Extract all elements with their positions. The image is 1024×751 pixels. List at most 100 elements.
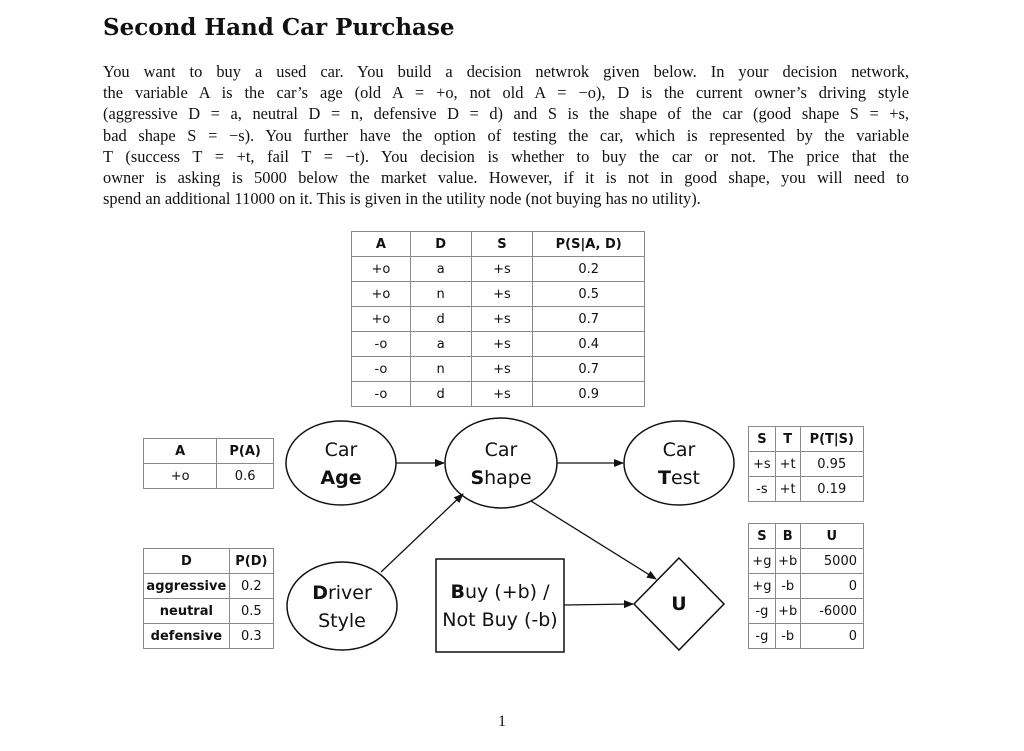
table-row: +o 0.6 xyxy=(142,463,274,489)
node-label-line: Age xyxy=(320,467,362,489)
utility-node xyxy=(632,556,726,652)
table-cell: 0 xyxy=(799,623,865,649)
table-cell: -b xyxy=(774,623,801,649)
paragraph-line: the variable A is the car’s age (old A =… xyxy=(103,83,909,103)
table-cell: 0.95 xyxy=(799,451,865,477)
node-label-rest: river xyxy=(327,582,372,604)
table-row: +o d +s 0.7 xyxy=(351,306,645,332)
utility-table: S B U +g +b 5000 +g -b 0 -g +b -6000 -g … xyxy=(748,523,865,649)
table-cell: 0.3 xyxy=(228,623,275,649)
driver-style-node xyxy=(286,561,398,651)
table-cell: 0.6 xyxy=(216,463,274,489)
table-cell: -g xyxy=(748,623,776,649)
table-row: -o a +s 0.4 xyxy=(351,331,645,357)
paragraph-line: owner is asking is 5000 below the market… xyxy=(103,168,909,188)
table-header-row: S B U xyxy=(748,523,865,549)
car-age-label: Car Age xyxy=(291,436,391,492)
table-cell: defensive xyxy=(143,623,230,649)
table-cell: +o xyxy=(351,306,411,332)
page-number: 1 xyxy=(498,713,506,730)
table-row: defensive 0.3 xyxy=(143,623,275,649)
table-row: +o a +s 0.2 xyxy=(351,256,645,282)
table-row: -o d +s 0.9 xyxy=(351,381,645,407)
table-header-row: A P(A) xyxy=(142,438,274,464)
table-cell: -b xyxy=(774,573,801,599)
table-cell: 0.5 xyxy=(532,281,645,307)
driver-prior-table: D P(D) aggressive 0.2 neutral 0.5 defens… xyxy=(143,548,275,649)
table-cell: +s xyxy=(470,281,534,307)
driver-style-label: Driver Style xyxy=(292,579,392,635)
table-cell: -o xyxy=(351,331,411,357)
table-header: A xyxy=(142,438,218,464)
edge-buy-to-utility xyxy=(563,600,634,609)
table-cell: 5000 xyxy=(799,548,865,574)
node-label-line: Age xyxy=(291,464,391,492)
table-cell: -o xyxy=(351,381,411,407)
table-cell: 0 xyxy=(799,573,865,599)
table-cell: +o xyxy=(351,256,411,282)
table-cell: +s xyxy=(470,356,534,382)
table-cell: +s xyxy=(470,306,534,332)
node-label-line: Shape xyxy=(451,464,551,492)
table-cell: 0.7 xyxy=(532,356,645,382)
paragraph-line: T (success T = +t, fail T = −t). You dec… xyxy=(103,146,909,166)
node-label-line: Car xyxy=(484,439,518,461)
paragraph-line: (aggressive D = a, neutral D = n, defens… xyxy=(103,104,909,124)
table-cell: 0.5 xyxy=(228,598,275,624)
edge-shape-to-utility xyxy=(530,500,657,580)
node-label-bold: D xyxy=(312,582,328,604)
node-label-line: Test xyxy=(629,464,729,492)
car-shape-label: Car Shape xyxy=(451,436,551,492)
table-cell: -s xyxy=(748,476,776,502)
car-test-node xyxy=(623,420,735,506)
node-label-rest: hape xyxy=(484,467,532,489)
table-cell: -o xyxy=(351,356,411,382)
table-row: -o n +s 0.7 xyxy=(351,356,645,382)
node-label-line: Style xyxy=(318,610,366,632)
table-cell: a xyxy=(409,256,472,282)
table-cell: -6000 xyxy=(799,598,865,624)
buy-decision-label: Buy (+b) / Not Buy (-b) xyxy=(436,578,564,634)
node-label-line: Not Buy (-b) xyxy=(442,609,558,631)
problem-description: You want to buy a used car. You build a … xyxy=(103,61,909,209)
table-cell: 0.9 xyxy=(532,381,645,407)
table-header: P(T|S) xyxy=(799,426,865,452)
node-label-bold: T xyxy=(657,467,671,489)
paragraph-line: bad shape S = −s). You further have the … xyxy=(103,125,909,145)
node-label-bold: S xyxy=(470,467,485,489)
table-cell: +s xyxy=(470,331,534,357)
table-cell: +o xyxy=(142,463,218,489)
table-row: -g +b -6000 xyxy=(748,598,865,624)
paragraph-line: spend an additional 11000 on it. This is… xyxy=(103,189,701,209)
table-cell: 0.2 xyxy=(228,573,275,599)
table-cell: +s xyxy=(470,381,534,407)
table-cell: +b xyxy=(774,598,801,624)
table-cell: 0.19 xyxy=(799,476,865,502)
table-row: +g -b 0 xyxy=(748,573,865,599)
table-header: T xyxy=(774,426,801,452)
test-cpt-table: S T P(T|S) +s +t 0.95 -s +t 0.19 xyxy=(748,426,865,502)
buy-decision-node xyxy=(435,558,565,653)
edge-driver-to-shape xyxy=(380,493,464,573)
node-label-line: Car xyxy=(662,439,696,461)
paragraph-line: You want to buy a used car. You build a … xyxy=(103,62,909,81)
page-title: Second Hand Car Purchase xyxy=(103,14,455,41)
utility-label: U xyxy=(659,590,699,618)
node-label-rest: uy (+b) / xyxy=(464,581,550,603)
table-row: -g -b 0 xyxy=(748,623,865,649)
node-label-line: Car xyxy=(324,439,358,461)
table-cell: +t xyxy=(774,476,801,502)
table-row: -s +t 0.19 xyxy=(748,476,865,502)
node-label-rest: est xyxy=(670,467,700,489)
table-header-row: A D S P(S|A, D) xyxy=(351,231,645,257)
table-header-row: D P(D) xyxy=(143,548,275,574)
node-label-bold: B xyxy=(450,581,465,603)
table-header-row: S T P(T|S) xyxy=(748,426,865,452)
shape-cpt-table: A D S P(S|A, D) +o a +s 0.2 +o n +s 0.5 … xyxy=(351,231,645,407)
table-header: U xyxy=(799,523,865,549)
table-cell: n xyxy=(409,356,472,382)
table-header: D xyxy=(143,548,230,574)
node-label-line: Driver xyxy=(292,579,392,607)
car-test-label: Car Test xyxy=(629,436,729,492)
